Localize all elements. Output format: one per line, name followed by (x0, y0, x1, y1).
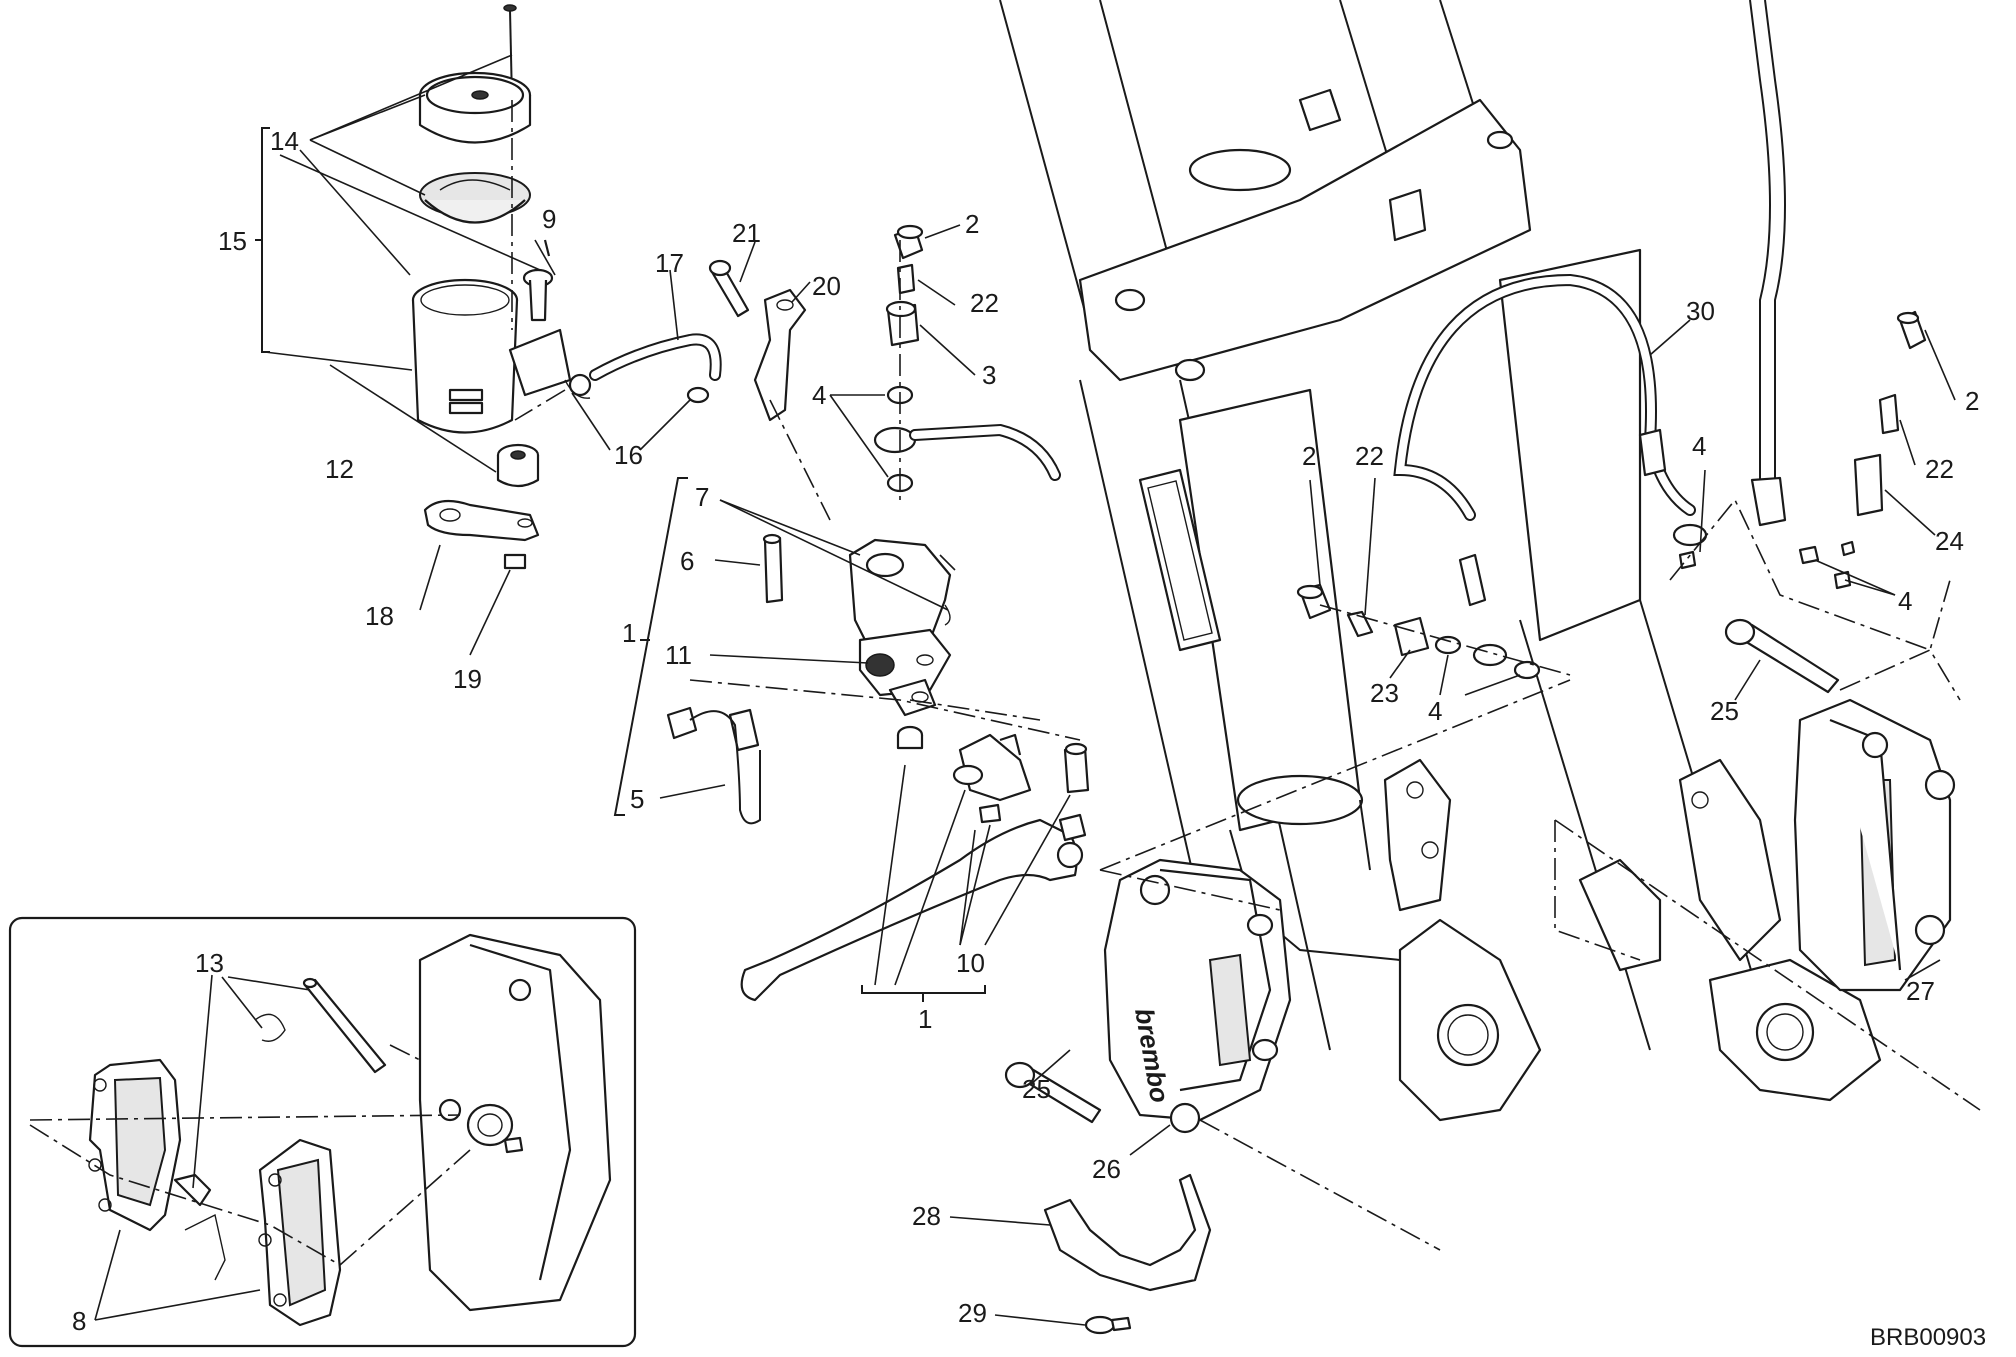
callout-4a: 4 (812, 380, 826, 410)
callout-3: 3 (982, 360, 996, 390)
reservoir-hose (514, 269, 722, 451)
left-brake-caliper: brembo (949, 858, 1441, 1335)
callout-21: 21 (732, 218, 761, 248)
callout-26: 26 (1092, 1154, 1121, 1184)
callout-28: 28 (912, 1201, 941, 1231)
callout-4c: 4 (1898, 586, 1912, 616)
callout-17: 17 (655, 248, 684, 278)
callout-9: 9 (542, 204, 556, 234)
callout-labels: 14 15 9 17 21 20 2 22 3 4 12 16 7 6 18 1… (72, 126, 1979, 1336)
callout-20: 20 (812, 271, 841, 301)
callout-27: 27 (1906, 976, 1935, 1006)
callout-22c: 22 (1925, 454, 1954, 484)
callout-18: 18 (365, 601, 394, 631)
callout-4d: 4 (1428, 696, 1442, 726)
callout-29: 29 (958, 1298, 987, 1328)
diagram-code: BRB00903 (1870, 1324, 1986, 1351)
callout-5: 5 (630, 784, 644, 814)
callout-25a: 25 (1022, 1074, 1051, 1104)
callout-12: 12 (325, 454, 354, 484)
callout-1b: 1 (918, 1004, 932, 1034)
callout-30: 30 (1686, 296, 1715, 326)
inset-frame (8, 916, 637, 1348)
callout-22b: 22 (1355, 441, 1384, 471)
callout-13: 13 (195, 948, 224, 978)
brake-master-cylinder (613, 477, 1090, 1002)
callout-22a: 22 (970, 288, 999, 318)
callout-7: 7 (695, 482, 709, 512)
brake-pad-inset (8, 916, 637, 1348)
callout-24: 24 (1935, 526, 1964, 556)
callout-4b: 4 (1692, 431, 1706, 461)
callout-2b: 2 (1302, 441, 1316, 471)
master-cylinder-fittings (708, 224, 1061, 521)
callout-2a: 2 (965, 209, 979, 239)
callout-1a: 1 (622, 618, 636, 648)
callout-2c: 2 (1965, 386, 1979, 416)
callout-8: 8 (72, 1306, 86, 1336)
callout-11: 11 (665, 640, 692, 670)
right-brake-caliper (1554, 618, 1981, 1111)
callout-6: 6 (680, 546, 694, 576)
front-fork (999, 0, 1882, 1122)
reservoir-assembly (255, 4, 572, 1060)
callout-25b: 25 (1710, 696, 1739, 726)
callout-15: 15 (218, 226, 247, 256)
callout-10: 10 (956, 948, 985, 978)
callout-16: 16 (614, 440, 643, 470)
callout-19: 19 (453, 664, 482, 694)
callout-14: 14 (270, 126, 299, 156)
callout-23: 23 (1370, 678, 1399, 708)
brake-hose-assembly (1099, 0, 1956, 871)
